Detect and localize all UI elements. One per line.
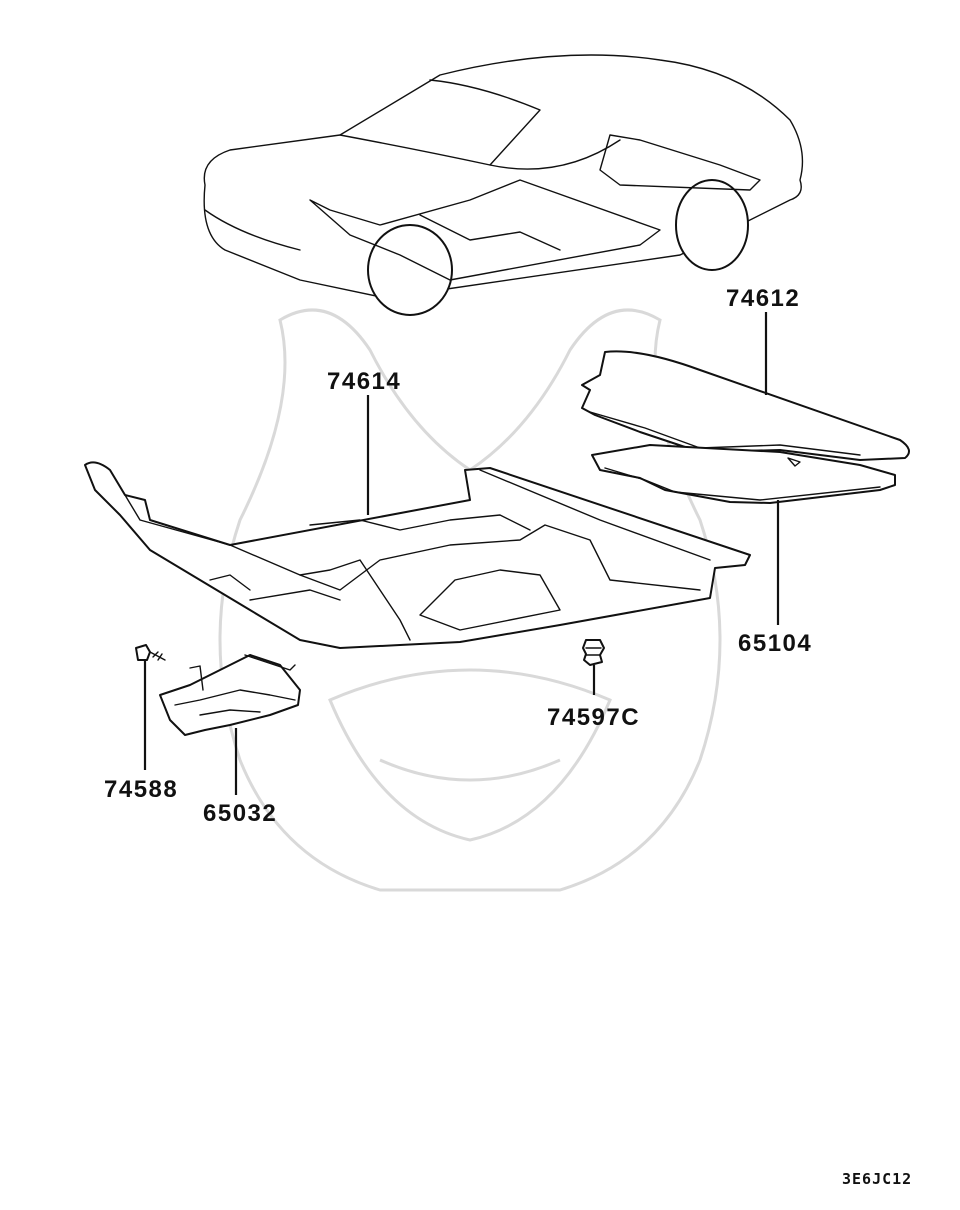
silencer-bracket: [159, 654, 301, 736]
callout-65032: 65032: [203, 800, 278, 827]
callout-74612: 74612: [726, 285, 801, 312]
callout-74588: 74588: [104, 776, 179, 803]
rear-trunk-mat: [581, 350, 910, 461]
screw-fastener: [135, 644, 166, 661]
callout-74614: 74614: [327, 368, 402, 395]
car-body-outline: [203, 54, 804, 316]
floor-carpet: [84, 461, 751, 649]
callout-74597c: 74597C: [547, 704, 641, 731]
clip-fastener: [582, 639, 605, 666]
callout-65104: 65104: [738, 630, 813, 657]
drawing-code: 3E6JC12: [842, 1170, 913, 1188]
leader-lines: [143, 312, 780, 795]
trunk-floor-mat: [591, 444, 896, 504]
